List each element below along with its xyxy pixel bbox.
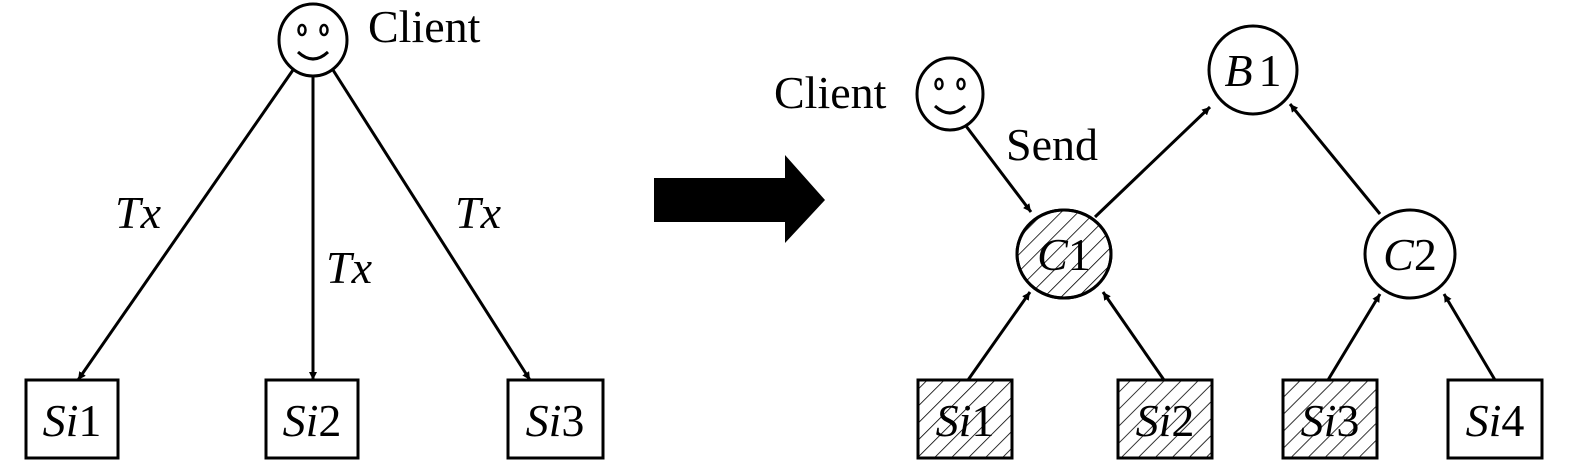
svg-text:B1: B1: [1224, 45, 1281, 96]
right-node-si2-num: 2: [1171, 395, 1194, 446]
right-node-si3-prefix: Si: [1301, 395, 1337, 446]
node-c1: C1: [1015, 208, 1113, 300]
node-c1-num: 1: [1068, 229, 1091, 280]
right-node-si4: Si4: [1446, 378, 1544, 460]
svg-text:Si3: Si3: [1301, 395, 1360, 446]
edge-si2-c1: [1101, 291, 1166, 381]
left-node-si2-prefix: Si: [283, 395, 319, 446]
right-node-si3-num: 3: [1336, 395, 1359, 446]
left-edge-label-1: Tx: [115, 187, 162, 238]
edge-si3-c2: [1326, 293, 1382, 381]
node-c1-prefix: C: [1037, 229, 1069, 280]
transition-arrow-shape: [654, 155, 825, 243]
left-client-icon: [277, 2, 349, 78]
edge-si1-c1: [966, 291, 1032, 381]
left-edge-si3: [331, 69, 532, 381]
left-edge-label-2: Tx: [326, 242, 373, 293]
left-node-si2: Si2: [264, 378, 360, 460]
left-node-si2-num: 2: [318, 395, 341, 446]
node-c2: C2: [1363, 208, 1457, 300]
right-node-si1-num: 1: [971, 395, 994, 446]
left-node-si3-num: 3: [561, 395, 584, 446]
left-node-si3-prefix: Si: [526, 395, 562, 446]
svg-text:Si2: Si2: [1136, 395, 1195, 446]
svg-text:Si4: Si4: [1466, 395, 1525, 446]
svg-text:C1: C1: [1037, 229, 1091, 280]
left-node-si1-prefix: Si: [43, 395, 79, 446]
node-b1-prefix: B: [1224, 45, 1252, 96]
left-edge-si1: [76, 69, 295, 381]
edge-c1-b1: [1093, 105, 1212, 219]
node-c2-num: 2: [1414, 229, 1437, 280]
right-client-icon: [915, 56, 985, 132]
left-client-label: Client: [368, 1, 481, 52]
left-node-si3: Si3: [506, 378, 605, 460]
edge-client-c1: [964, 125, 1033, 213]
left-diagram: Client Tx Tx Tx Si1 Si2 Si3: [24, 1, 605, 460]
right-node-si2-prefix: Si: [1136, 395, 1172, 446]
edge-c2-b1: [1288, 103, 1382, 215]
edge-si4-c2: [1442, 293, 1497, 381]
right-node-si3: Si3: [1281, 378, 1379, 460]
send-label: Send: [1006, 119, 1098, 170]
right-node-si1: Si1: [916, 378, 1014, 460]
left-edge-label-3: Tx: [455, 187, 502, 238]
svg-text:C2: C2: [1383, 229, 1437, 280]
svg-text:Si2: Si2: [283, 395, 342, 446]
right-node-si2: Si2: [1116, 378, 1214, 460]
svg-text:Si3: Si3: [526, 395, 585, 446]
node-b1-num: 1: [1259, 45, 1282, 96]
right-node-si4-prefix: Si: [1466, 395, 1502, 446]
right-client-label: Client: [774, 67, 887, 118]
right-node-si4-num: 4: [1501, 395, 1524, 446]
left-node-si1: Si1: [24, 378, 120, 460]
left-node-si1-num: 1: [78, 395, 101, 446]
right-node-si1-prefix: Si: [936, 395, 972, 446]
svg-text:Si1: Si1: [936, 395, 995, 446]
node-c2-prefix: C: [1383, 229, 1415, 280]
svg-text:Si1: Si1: [43, 395, 102, 446]
